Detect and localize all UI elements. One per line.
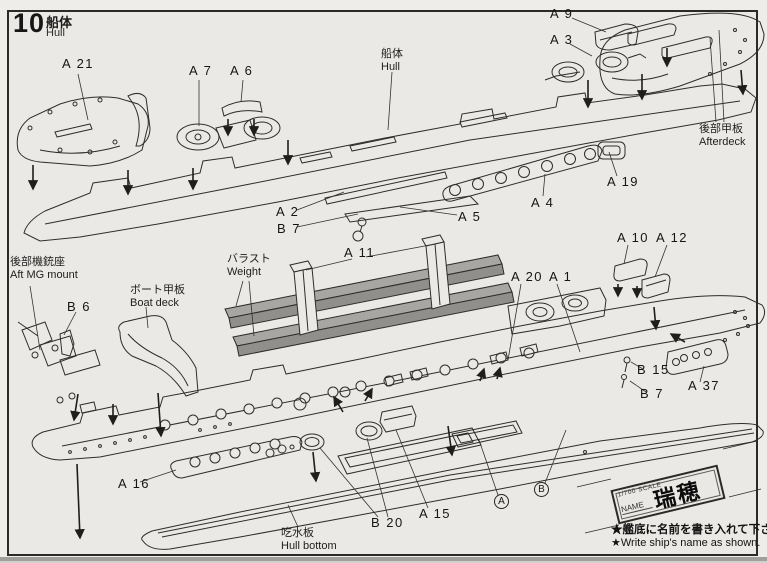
part-label-a9: A 9 (550, 6, 574, 21)
annotation-afterdeck: 後部甲板 Afterdeck (699, 123, 745, 149)
step-number: 10 (13, 8, 46, 38)
part-label-b6: B 6 (67, 299, 92, 314)
part-label-a37: A 37 (688, 378, 721, 393)
annotation-hull-bottom-en: Hull bottom (281, 540, 337, 552)
annotation-boat-deck-en: Boat deck (130, 297, 179, 309)
annotation-afterdeck-en: Afterdeck (699, 136, 746, 148)
part-label-a11: A 11 (344, 245, 376, 260)
part-label-a1: A 1 (549, 269, 573, 284)
part-label-a21: A 21 (62, 56, 95, 71)
part-label-b7-1: B 7 (277, 221, 302, 236)
footer-note-jp: ★艦底に名前を書き入れて下さい。 (611, 524, 767, 536)
step-title-en: Hull (46, 27, 65, 39)
hull-bottom-art (141, 423, 764, 550)
annotation-boat-deck-jp: ボート甲板 (130, 284, 185, 296)
annotation-aft-mg-mount: 後部機銃座 Aft MG mount (10, 256, 78, 282)
part-label-a15: A 15 (419, 506, 452, 521)
annotation-hull-jp: 船体 (381, 48, 403, 60)
annotation-ballast-en: Weight (227, 266, 262, 278)
part-label-a6: A 6 (230, 63, 254, 78)
annotation-hull-en: Hull (381, 61, 400, 73)
annotation-hull-bottom-jp: 吃水板 (281, 527, 314, 539)
part-label-a12: A 12 (656, 230, 689, 245)
upper-hull-art (16, 12, 765, 242)
scan-edge-strip-light (0, 561, 767, 563)
part-label-a7: A 7 (189, 63, 213, 78)
annotation-aft-mg-mount-jp: 後部機銃座 (10, 256, 65, 268)
callout-a: A (494, 494, 509, 509)
part-label-b20: B 20 (371, 515, 404, 530)
scan-edge-strip (0, 557, 767, 561)
annotation-hull-bottom: 吃水板 Hull bottom (281, 527, 337, 553)
part-label-a5: A 5 (458, 209, 482, 224)
annotation-hull: 船体 Hull (381, 48, 403, 74)
mid-hull-art (17, 234, 766, 479)
callout-b: B (534, 482, 549, 497)
part-label-a10: A 10 (617, 230, 650, 245)
step-title-jp: 船体 (46, 15, 73, 30)
part-label-a19: A 19 (607, 174, 640, 189)
annotation-afterdeck-jp: 後部甲板 (699, 123, 743, 135)
part-label-b7-2: B 7 (640, 386, 665, 401)
part-label-a2: A 2 (276, 204, 300, 219)
leader-lines (29, 17, 725, 528)
part-label-a16: A 16 (118, 476, 151, 491)
part-label-a3: A 3 (550, 32, 574, 47)
annotation-boat-deck: ボート甲板 Boat deck (130, 284, 185, 310)
assembly-arrow-icons (27, 48, 748, 540)
annotation-ballast: バラスト Weight (227, 253, 271, 279)
footer-notes: ★艦底に名前を書き入れて下さい。 ★Write ship's name as s… (611, 523, 767, 550)
footer-note-en: ★Write ship's name as shown. (611, 537, 761, 549)
part-label-a4: A 4 (531, 195, 555, 210)
annotation-ballast-jp: バラスト (227, 253, 271, 265)
part-label-b15: B 15 (637, 362, 670, 377)
part-label-a20: A 20 (511, 269, 544, 284)
annotation-aft-mg-mount-en: Aft MG mount (10, 269, 78, 281)
